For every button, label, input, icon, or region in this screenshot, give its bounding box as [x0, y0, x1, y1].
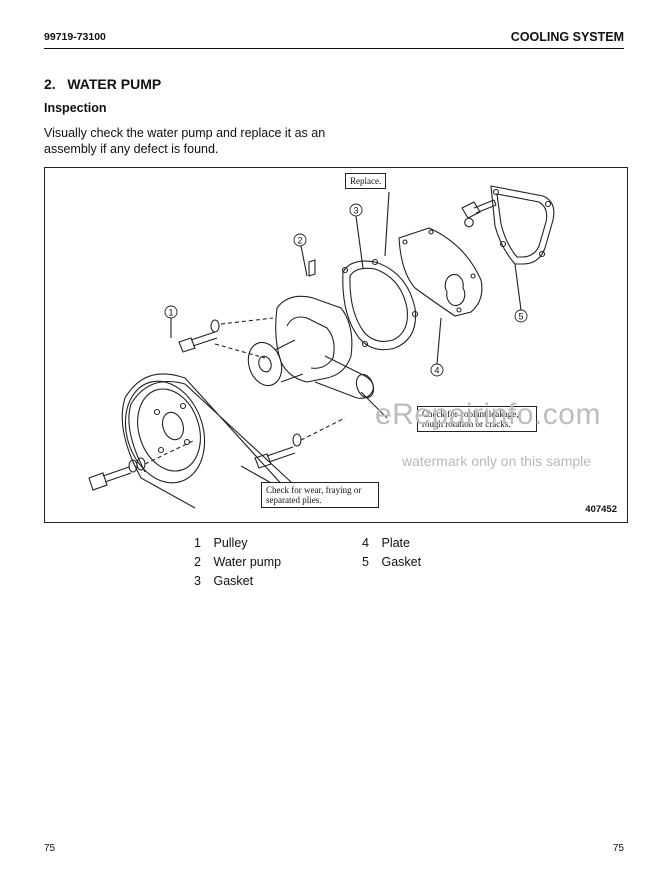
subsection-title: Inspection [44, 101, 107, 115]
legend-item: 2 Water pump [194, 555, 281, 569]
section-title: 2. WATER PUMP [44, 76, 162, 92]
doc-number: 99719-73100 [44, 31, 106, 43]
water-pump-body-shape [275, 295, 353, 383]
plate-4-shape [398, 227, 483, 317]
legend-label: Water pump [213, 555, 282, 569]
page-number-left: 75 [44, 843, 56, 854]
legend-item: 1 Pulley [194, 536, 248, 550]
watermark-note: watermark only on this sample [402, 453, 592, 469]
legend-number: 5 [362, 555, 369, 569]
gasket-5-shape [490, 185, 555, 265]
exploded-view-drawing: 1 2 3 4 5 [88, 185, 555, 509]
legend-label: Gasket [213, 574, 254, 588]
callout-belt-check: Check for wear, fraying or separated pli… [261, 482, 379, 508]
legend-item: 5 Gasket [362, 555, 421, 569]
figure-number: 407452 [585, 504, 617, 515]
header-rule [44, 48, 624, 49]
pulley-1-shape [124, 380, 206, 484]
legend-item: 3 Gasket [194, 574, 253, 588]
watermark-site: eRepairinfo.com [375, 398, 601, 431]
legend-number: 3 [194, 574, 201, 588]
marker-2: 2 [297, 236, 302, 246]
legend-number: 2 [194, 555, 201, 569]
legend-number: 1 [194, 536, 201, 550]
section-header: COOLING SYSTEM [510, 30, 624, 44]
legend-item: 4 Plate [362, 536, 410, 550]
water-pump-figure: 1 2 3 4 5 Replace. Check for coolant lea… [44, 167, 628, 523]
page-number-right: 75 [612, 843, 624, 854]
callout-replace: Replace. [345, 173, 387, 189]
callout-coolant-check: Check for coolant leakage, rough rotatio… [417, 406, 537, 432]
gasket-3-shape [342, 260, 417, 351]
body-paragraph: Visually check the water pump and replac… [44, 126, 326, 156]
legend-number: 4 [362, 536, 369, 550]
marker-4: 4 [434, 366, 439, 376]
v-belt-shape [124, 373, 292, 489]
legend-label: Gasket [381, 555, 422, 569]
legend-label: Pulley [213, 536, 248, 550]
marker-5: 5 [518, 312, 523, 322]
marker-3: 3 [353, 206, 358, 216]
marker-1: 1 [168, 308, 173, 318]
legend-label: Plate [381, 536, 410, 550]
